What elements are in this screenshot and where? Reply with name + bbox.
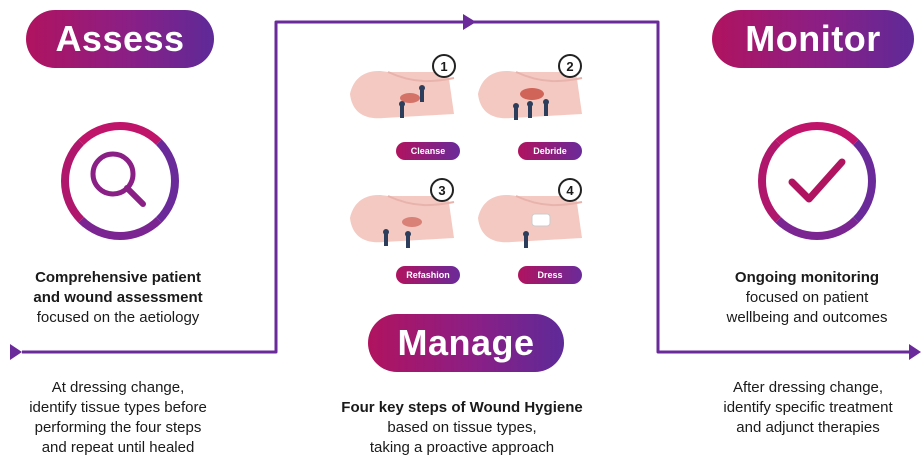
monitor-title: Monitor [745,18,880,60]
monitor-line-3: wellbeing and outcomes [690,308,924,328]
bottom-left-line-1: At dressing change, [0,378,236,398]
bottom-left-line-4: and repeat until healed [0,438,236,458]
bottom-center-line-3: taking a proactive approach [312,438,612,458]
step-number-2: 2 [558,54,582,78]
magnifier-icon [61,122,179,240]
bottom-right-line-2: identify specific treatment [692,398,924,418]
monitor-description: Ongoing monitoring focused on patient we… [690,268,924,328]
step-number-4: 4 [558,178,582,202]
manage-pill: Manage [368,314,564,372]
assess-title: Assess [55,18,184,60]
monitor-line-2: focused on patient [690,288,924,308]
step-card-4: 4 Dress [472,178,590,266]
step-label-4: Dress [518,266,582,284]
flow-arrow-top [463,14,476,30]
step-label-2: Debride [518,142,582,160]
step-card-1: 1 Cleanse [344,54,462,142]
bottom-center-text: Four key steps of Wound Hygiene based on… [312,398,612,458]
assess-description: Comprehensive patient and wound assessme… [0,268,236,328]
flow-arrow-right [909,344,921,360]
flow-arrow-left [10,344,22,360]
checkmark-icon [758,122,876,240]
step-label-1: Cleanse [396,142,460,160]
monitor-pill: Monitor [712,10,914,68]
assess-line-3: focused on the aetiology [0,308,236,328]
assess-bold-1: Comprehensive patient [35,269,201,286]
assess-pill: Assess [26,10,214,68]
bottom-center-line-2: based on tissue types, [312,418,612,438]
bottom-right-line-1: After dressing change, [692,378,924,398]
bottom-right-line-3: and adjunct therapies [692,418,924,438]
step-card-2: 2 Debride [472,54,590,142]
manage-title: Manage [397,322,534,364]
step-number-3: 3 [430,178,454,202]
monitor-bold-1: Ongoing monitoring [735,269,879,286]
step-label-3: Refashion [396,266,460,284]
bottom-left-line-3: performing the four steps [0,418,236,438]
step-number-1: 1 [432,54,456,78]
bottom-center-bold: Four key steps of Wound Hygiene [341,399,582,416]
bottom-left-line-2: identify tissue types before [0,398,236,418]
bottom-left-text: At dressing change, identify tissue type… [0,378,236,458]
assess-bold-2: and wound assessment [33,289,202,306]
bottom-right-text: After dressing change, identify specific… [692,378,924,438]
step-card-3: 3 Refashion [344,178,462,266]
